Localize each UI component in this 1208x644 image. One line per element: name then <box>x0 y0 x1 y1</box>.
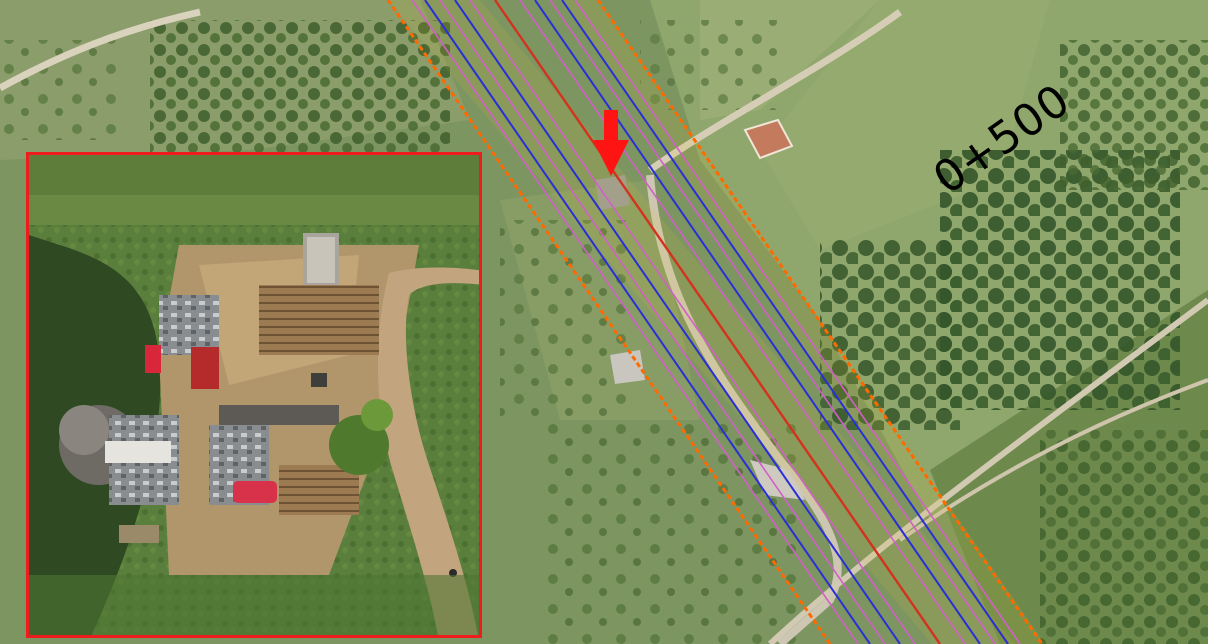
inset-photo[interactable] <box>26 152 482 638</box>
inset-drone-image <box>29 155 479 635</box>
